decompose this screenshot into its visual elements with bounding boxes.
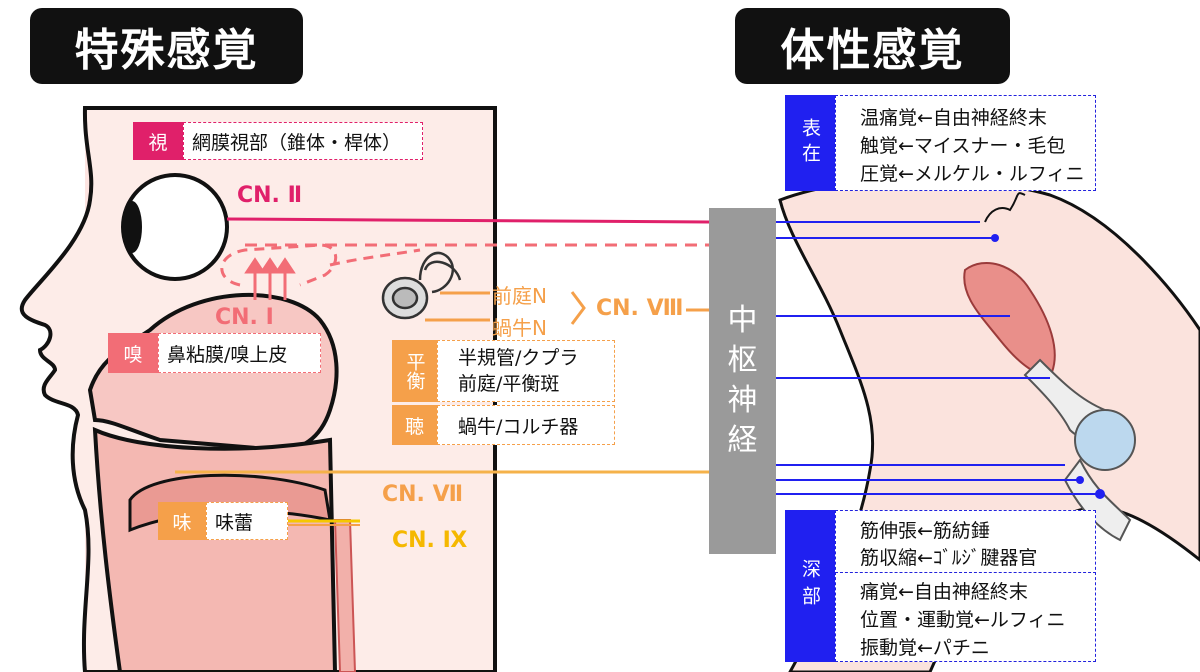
- deep-box-2: [835, 572, 1096, 662]
- olfactory-arrows: [244, 257, 296, 300]
- central-nervous-system: 中 枢 神 経: [709, 208, 776, 554]
- deep-line-5: 振動覚←パチニ: [860, 637, 990, 659]
- surface-line-2: 触覚←マイスナー・毛包: [860, 135, 1066, 157]
- taste-label: 味蕾: [206, 502, 288, 540]
- balance-line-2: 前庭/平衡斑: [458, 373, 560, 395]
- cns-char-4: 経: [727, 423, 758, 458]
- vision-label: 網膜視部（錐体・桿体）: [183, 122, 423, 160]
- deep-line-1: 筋伸張←筋紡錘: [860, 520, 990, 542]
- smell-tag: 嗅: [108, 333, 158, 373]
- vision-tag: 視: [133, 122, 183, 160]
- cn2-label: CN. Ⅱ: [237, 183, 303, 208]
- surface-tag-text: 表在: [799, 118, 821, 168]
- receptor-dots: [991, 234, 1105, 499]
- inner-ear: [381, 251, 462, 320]
- cn9-label: CN. Ⅸ: [392, 528, 468, 553]
- deep-tag: 深部: [785, 510, 835, 662]
- cns-char-1: 中: [727, 303, 758, 338]
- hair: [984, 192, 1026, 223]
- cn1-label: CN. Ⅰ: [215, 305, 274, 330]
- surface-tag: 表在: [785, 95, 835, 191]
- surface-box: [835, 95, 1096, 191]
- somatic-pathways: [776, 221, 1100, 495]
- iris: [122, 201, 142, 253]
- somatic-sense-title: 体性感覚: [735, 8, 1010, 84]
- oral-cavity: [92, 426, 338, 672]
- taste-tag: 味: [158, 502, 206, 540]
- special-sense-title: 特殊感覚: [30, 8, 303, 84]
- balance-line-1: 半規管/クプラ: [458, 347, 579, 369]
- cn7-label: CN. Ⅶ: [382, 482, 464, 507]
- surface-line-1: 温痛覚←自由神経終末: [860, 107, 1047, 129]
- smell-label: 鼻粘膜/嗅上皮: [158, 333, 321, 373]
- deep-line-2: 筋収縮←ｺﾞﾙｼﾞ腱器官: [860, 547, 1038, 569]
- olfactory-path: [220, 243, 338, 287]
- cns-char-2: 枢: [727, 343, 758, 378]
- cn8-label: CN. Ⅷ: [596, 296, 684, 321]
- balance-tag: 平衡: [392, 340, 437, 402]
- balance-label: 半規管/クプラ 前庭/平衡斑: [437, 340, 615, 402]
- deep-tag-text: 深部: [799, 559, 821, 613]
- surface-line-3: 圧覚←メルケル・ルフィニ: [860, 163, 1085, 185]
- joint-capsule: [1074, 409, 1136, 471]
- cns-char-3: 神: [727, 383, 758, 418]
- deep-box-1: [835, 510, 1096, 575]
- vestibular-nerve-label: 前庭N: [492, 284, 547, 308]
- hearing-label: 蝸牛/コルチ器: [437, 405, 615, 445]
- balance-tag-text: 平衡: [403, 352, 426, 390]
- deep-line-3: 痛覚←自由神経終末: [860, 581, 1028, 603]
- cochlear-nerve-label: 蝸牛N: [492, 316, 547, 340]
- deep-line-4: 位置・運動覚←ルフィニ: [860, 609, 1066, 631]
- hearing-tag: 聴: [392, 405, 437, 445]
